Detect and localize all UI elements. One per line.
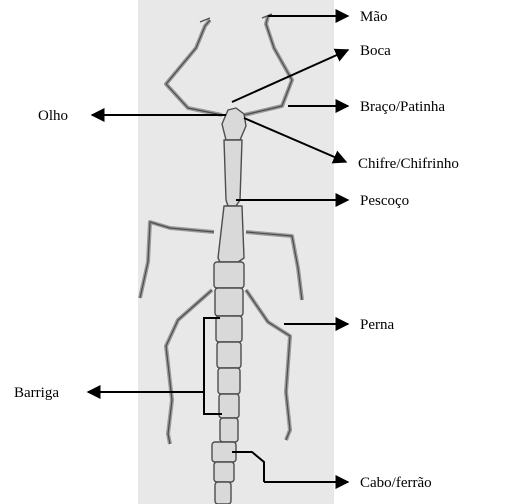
label-braco: Braço/Patinha [360, 99, 445, 115]
label-chifre: Chifre/Chifrinho [358, 156, 459, 172]
label-pescoco: Pescoço [360, 193, 409, 209]
label-cabo: Cabo/ferrão [360, 475, 432, 491]
insect-neck [224, 140, 242, 206]
label-mao: Mão [360, 9, 388, 25]
label-perna: Perna [360, 317, 394, 333]
label-boca: Boca [360, 43, 391, 59]
label-olho: Olho [38, 108, 68, 124]
label-barriga: Barriga [14, 385, 59, 401]
